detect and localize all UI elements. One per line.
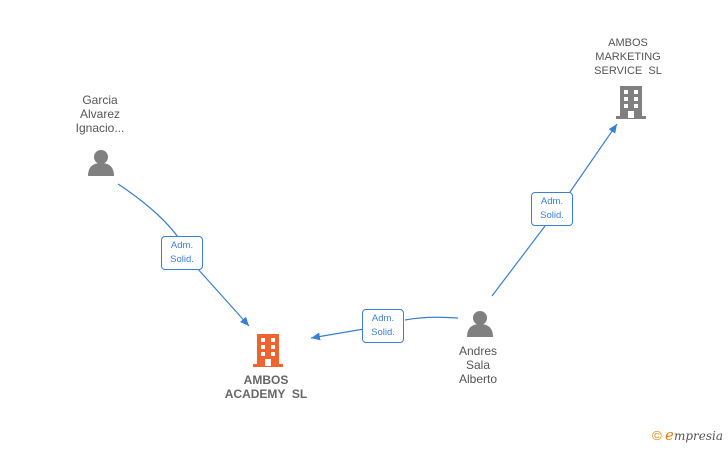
edge-role-line: Adm. — [540, 196, 564, 207]
company-name-line: ACADEMY SL — [224, 387, 308, 401]
node-andres[interactable]: Andres Sala Alberto — [440, 344, 516, 386]
person-name-line: Andres — [458, 344, 498, 358]
edge-label-andres-academy[interactable]: Adm. Solid. — [362, 309, 404, 343]
node-garcia[interactable]: Garcia Alvarez Ignacio... — [60, 93, 140, 135]
edge-role-line: Solid. — [170, 254, 194, 265]
person-name-line: Ignacio... — [75, 121, 125, 135]
edge-label-andres-marketing[interactable]: Adm. Solid. — [531, 192, 573, 226]
brand-initial: e — [665, 426, 674, 444]
edge-andres-to-ambos-marketing — [491, 124, 617, 297]
edge-label-garcia-academy[interactable]: Adm. Solid. — [161, 236, 203, 270]
company-name-line: SERVICE SL — [594, 65, 662, 77]
brand-logo: © empresia — [652, 426, 723, 444]
edge-role-line: Adm. — [170, 240, 194, 251]
node-ambos-academy[interactable]: AMBOS ACADEMY SL — [206, 373, 326, 401]
edge-andres-to-ambos-academy — [311, 316, 459, 338]
person-icon[interactable] — [88, 150, 114, 176]
building-icon[interactable] — [616, 86, 646, 119]
node-ambos-marketing[interactable]: AMBOS MARKETING SERVICE SL — [580, 36, 676, 78]
person-name-line: Garcia — [82, 93, 118, 107]
company-name-line: MARKETING — [595, 51, 661, 63]
person-icon[interactable] — [467, 311, 493, 337]
company-name-line: AMBOS — [243, 373, 289, 387]
building-icon[interactable] — [253, 334, 283, 367]
edge-role-line: Solid. — [540, 210, 564, 221]
person-name-line: Sala — [465, 358, 491, 372]
edge-role-line: Solid. — [371, 327, 395, 338]
person-name-line: Alvarez — [79, 107, 120, 121]
company-name-line: AMBOS — [608, 37, 648, 49]
edge-garcia-to-ambos-academy — [117, 183, 249, 326]
edge-role-line: Adm. — [371, 313, 395, 324]
person-name-line: Alberto — [458, 372, 498, 386]
brand-name: mpresia — [673, 429, 723, 443]
copyright-icon: © — [652, 428, 662, 443]
